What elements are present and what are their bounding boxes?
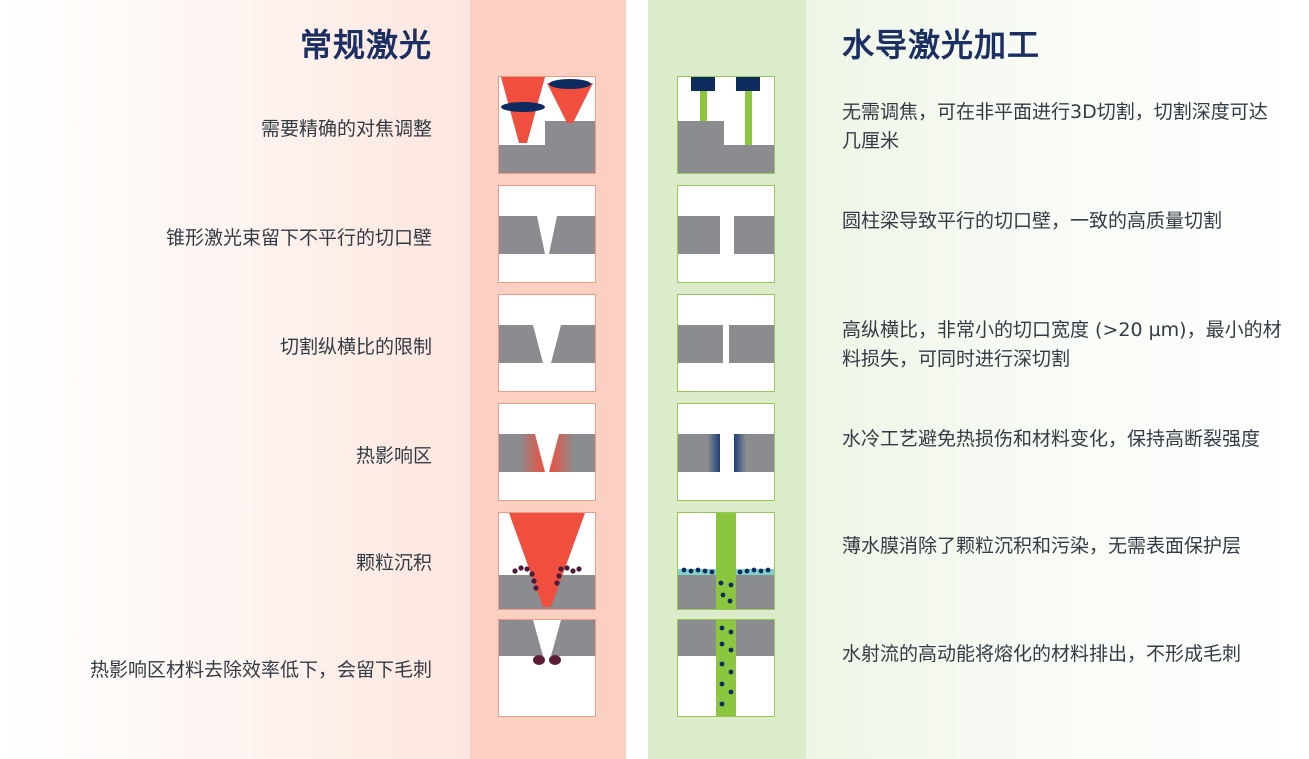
water-guided-burrs-diagram: [677, 619, 775, 717]
water-guided-aspect-ratio-diagram: [677, 294, 775, 392]
water-guided-laser-title: 水导激光加工: [842, 26, 1041, 64]
conventional-particle-deposition-diagram: [498, 512, 596, 610]
conventional-heat-affected-zone-diagram: [498, 403, 596, 501]
conventional-label-kerf-walls: 锥形激光束留下不平行的切口壁: [165, 227, 432, 249]
conventional-focus-diagram: [498, 76, 596, 174]
water-guided-label-heat-affected-zone: 水冷工艺避免热损伤和材料变化，保持高断裂强度: [842, 428, 1261, 450]
water-guided-kerf-walls-diagram: [677, 185, 775, 283]
particle-dots: [719, 625, 734, 707]
water-guided-label-burrs: 水射流的高动能将熔化的材料排出，不形成毛刺: [842, 643, 1242, 665]
water-guided-particle-deposition-diagram: [677, 512, 775, 610]
conventional-label-burrs: 热影响区材料去除效率低下，会留下毛刺: [89, 659, 432, 681]
particle-dots: [512, 565, 582, 591]
conventional-burrs-diagram: [498, 619, 596, 717]
conventional-laser-title: 常规激光: [299, 26, 432, 64]
water-guided-background: [806, 0, 1309, 759]
water-guided-label-kerf-walls: 圆柱梁导致平行的切口壁，一致的高质量切割: [842, 210, 1223, 232]
conventional-label-particle-deposition: 颗粒沉积: [355, 552, 432, 574]
conventional-aspect-ratio-diagram: [498, 294, 596, 392]
water-guided-label-particle-deposition: 薄水膜消除了颗粒沉积和污染，无需表面保护层: [842, 535, 1242, 557]
conventional-kerf-walls-diagram: [498, 185, 596, 283]
water-guided-heat-affected-zone-diagram: [677, 403, 775, 501]
water-guided-label-aspect-ratio: 高纵横比，非常小的切口宽度 (>20 µm)，最小的材料损失，可同时进行深切割: [842, 319, 1282, 370]
conventional-background: [0, 0, 470, 759]
water-guided-label-focus: 无需调焦，可在非平面进行3D切割，切割深度可达几厘米: [842, 101, 1268, 152]
conventional-label-aspect-ratio: 切割纵横比的限制: [279, 336, 432, 358]
water-guided-focus-diagram: [677, 76, 775, 174]
conventional-label-heat-affected-zone: 热影响区: [355, 445, 432, 467]
particle-dots: [681, 567, 771, 604]
conventional-label-focus: 需要精确的对焦调整: [260, 118, 432, 140]
